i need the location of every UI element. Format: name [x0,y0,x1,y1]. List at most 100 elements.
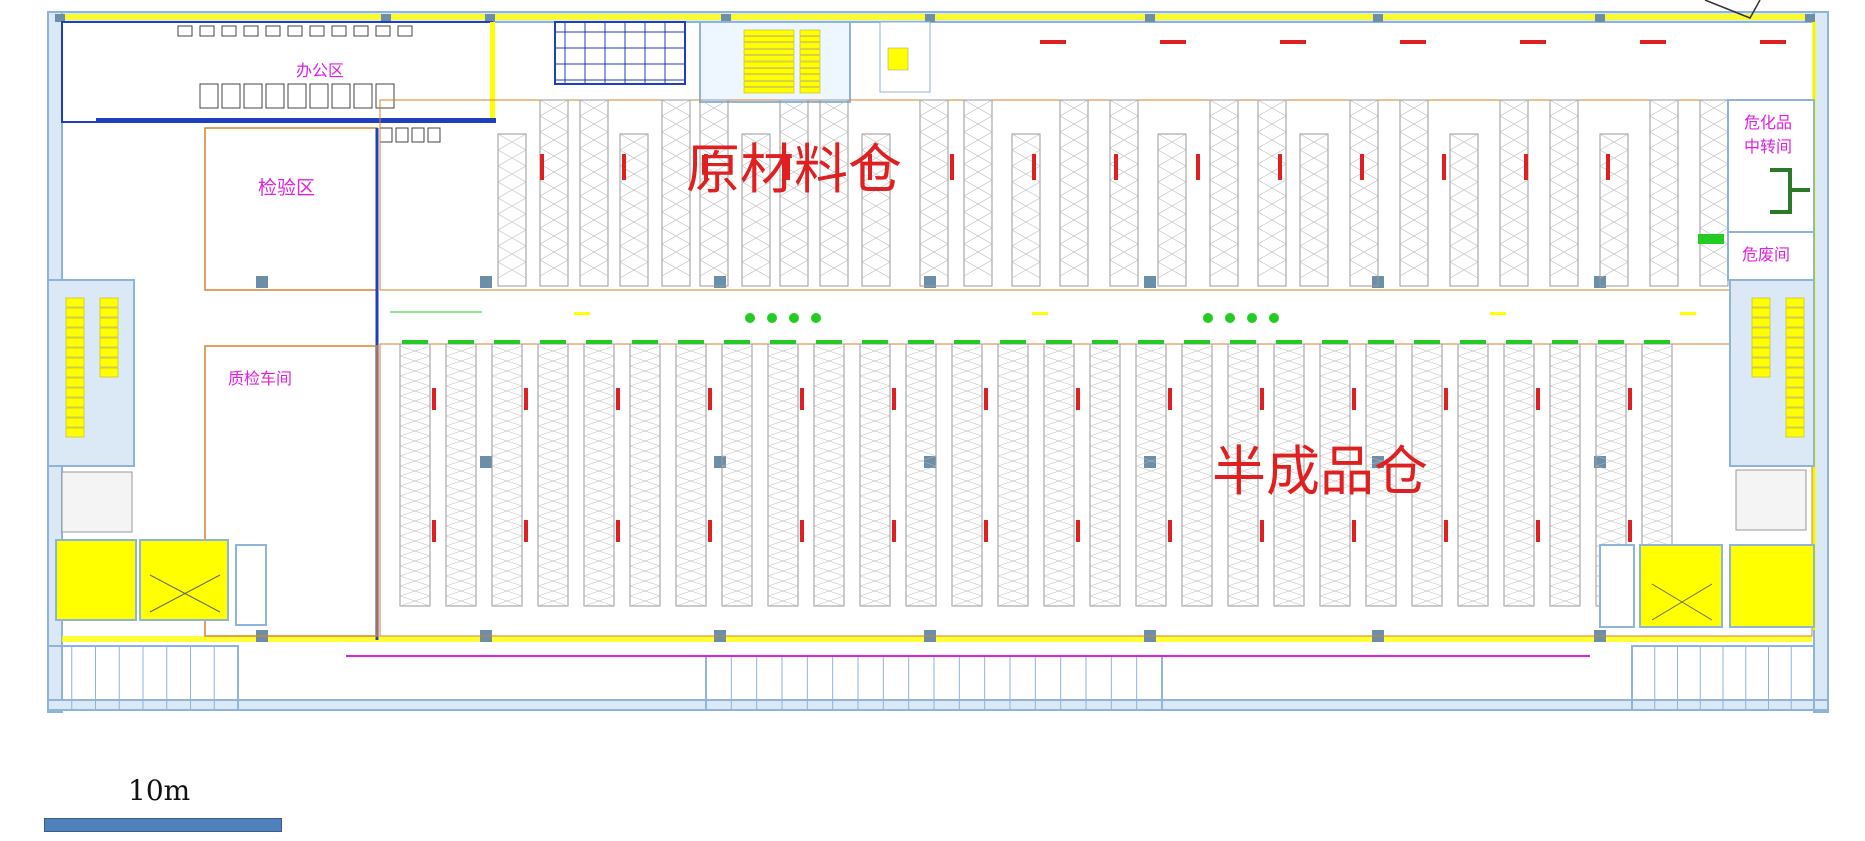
rack-brace [1209,179,1239,197]
red-marker [950,154,954,180]
rack-brace [741,149,771,167]
rack-brace [1181,485,1213,497]
rack-brace [1319,355,1351,367]
rack-brace [1549,575,1581,587]
rack-brace [661,99,691,117]
stair-core-left [47,279,267,711]
rack-brace [1399,243,1429,261]
office-label: 办公区 [296,61,344,80]
rack-brace [1109,179,1139,197]
stair-step [65,427,85,438]
rack-brace [537,395,569,407]
rack-brace [497,133,527,151]
rack-brace [399,545,431,557]
rack-brace [1599,133,1629,151]
rack-brace [399,375,431,387]
rack-brace [1011,245,1041,263]
rack-brace [1209,115,1239,133]
rack-brace [1157,133,1187,151]
rack-brace [1059,147,1089,165]
rack-brace [1457,345,1489,357]
rack-brace [537,405,569,417]
rack-brace [1181,505,1213,517]
rack-brace [1043,395,1075,407]
rack [819,99,849,287]
rack-brace [997,555,1029,567]
rack-brace [537,515,569,527]
rack-brace [583,495,615,507]
rack-brace [813,365,845,377]
rack-brace [1699,259,1729,277]
rack-brace [675,595,707,607]
rack-brace [1209,147,1239,165]
rack [1349,99,1379,287]
column [256,276,268,288]
rack-brace [1011,133,1041,151]
rack-brace [1641,445,1673,457]
rack-brace [721,515,753,527]
rack-brace [919,243,949,261]
rack-brace [905,425,937,437]
rack-brace [491,505,523,517]
rack-brace [1059,131,1089,149]
quality-workshop-label: 质检车间 [228,369,292,388]
rack [1109,99,1139,287]
stair-step [65,407,85,418]
rack-brace [1089,485,1121,497]
rack-brace [675,515,707,527]
rack-brace [1209,163,1239,181]
rack-brace [859,455,891,467]
rack-brace [819,259,849,277]
rack-brace [675,375,707,387]
rack-brace [583,515,615,527]
rack-brace [1449,213,1479,231]
rack-brace [445,475,477,487]
rack-brace [813,345,845,357]
rack-brace [813,565,845,577]
red-marker [1536,388,1540,410]
rack-brace [1457,565,1489,577]
rack-brace [491,595,523,607]
rack-brace [445,485,477,497]
rack-brace [1411,535,1443,547]
rack-brace [537,385,569,397]
rack-brace [919,195,949,213]
rack-brace [779,99,809,117]
rack-brace [721,415,753,427]
rack-brace [1209,195,1239,213]
rack-brace [675,475,707,487]
rack-brace [997,505,1029,517]
rack-brace [1411,565,1443,577]
rack-brace [661,147,691,165]
rack-brace [721,435,753,447]
rack-brace [1157,181,1187,199]
stair-step [799,61,821,68]
rack-brace [919,99,949,117]
rack-brace [721,365,753,377]
rack-brace [813,475,845,487]
rack-brace [1319,465,1351,477]
rack-brace [859,585,891,597]
rack-brace [997,495,1029,507]
rack-brace [1549,485,1581,497]
rack-brace [1089,495,1121,507]
rack-brace [1457,425,1489,437]
rack-brace [629,345,661,357]
rack-brace [629,355,661,367]
rack-brace [1457,395,1489,407]
rack-brace [675,355,707,367]
rack-brace [537,455,569,467]
rack-brace [539,163,569,181]
red-marker [540,154,544,180]
rack-brace [997,465,1029,477]
rack-brace [497,165,527,183]
rack-brace [1059,243,1089,261]
rack-brace [699,227,729,245]
rack-brace [1549,375,1581,387]
rack-brace [1549,425,1581,437]
rack-brace [1549,355,1581,367]
rack-brace [741,133,771,151]
rack-brace [1157,261,1187,279]
rack-brace [583,575,615,587]
rack-brace [1349,195,1379,213]
